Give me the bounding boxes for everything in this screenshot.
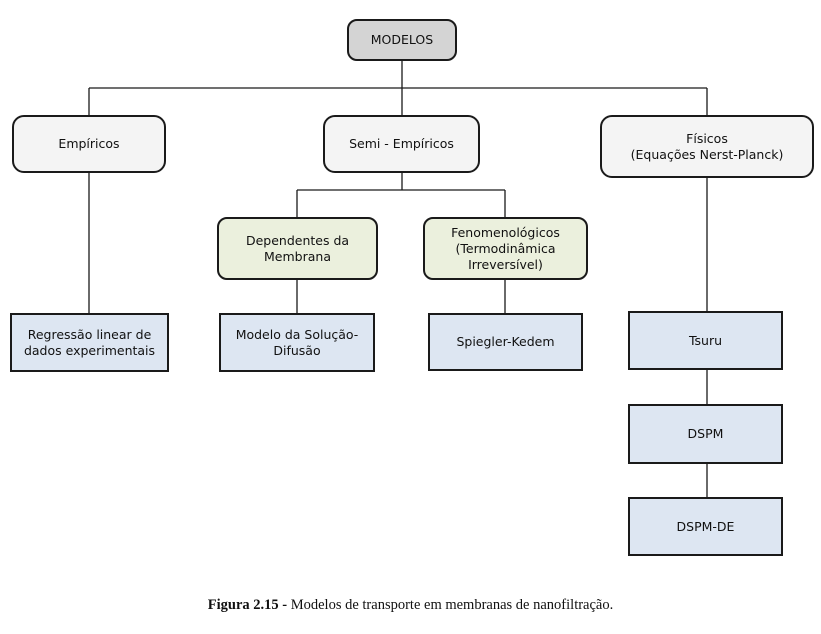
node-semi-empiricos: Semi - Empíricos: [323, 115, 480, 173]
caption-text: Modelos de transporte em membranas de na…: [287, 597, 614, 613]
node-dependentes-membrana: Dependentes da Membrana: [217, 217, 378, 280]
node-spiegler-kedem: Spiegler-Kedem: [428, 313, 583, 371]
node-dspm-de: DSPM-DE: [628, 497, 783, 556]
caption-label: Figura 2.15 -: [207, 597, 288, 613]
node-fenomenologicos: Fenomenológicos (Termodinâmica Irreversí…: [423, 217, 588, 280]
node-empiricos: Empíricos: [12, 115, 166, 173]
node-fisicos: Físicos (Equações Nerst-Planck): [600, 115, 814, 178]
node-modelos: MODELOS: [347, 19, 457, 61]
figure-caption: Figura 2.15 - Modelos de transporte em m…: [0, 597, 821, 614]
node-dspm: DSPM: [628, 404, 783, 464]
node-tsuru: Tsuru: [628, 311, 783, 370]
node-regressao-linear: Regressão linear de dados experimentais: [10, 313, 169, 372]
node-solucao-difusao: Modelo da Solução- Difusão: [219, 313, 375, 372]
